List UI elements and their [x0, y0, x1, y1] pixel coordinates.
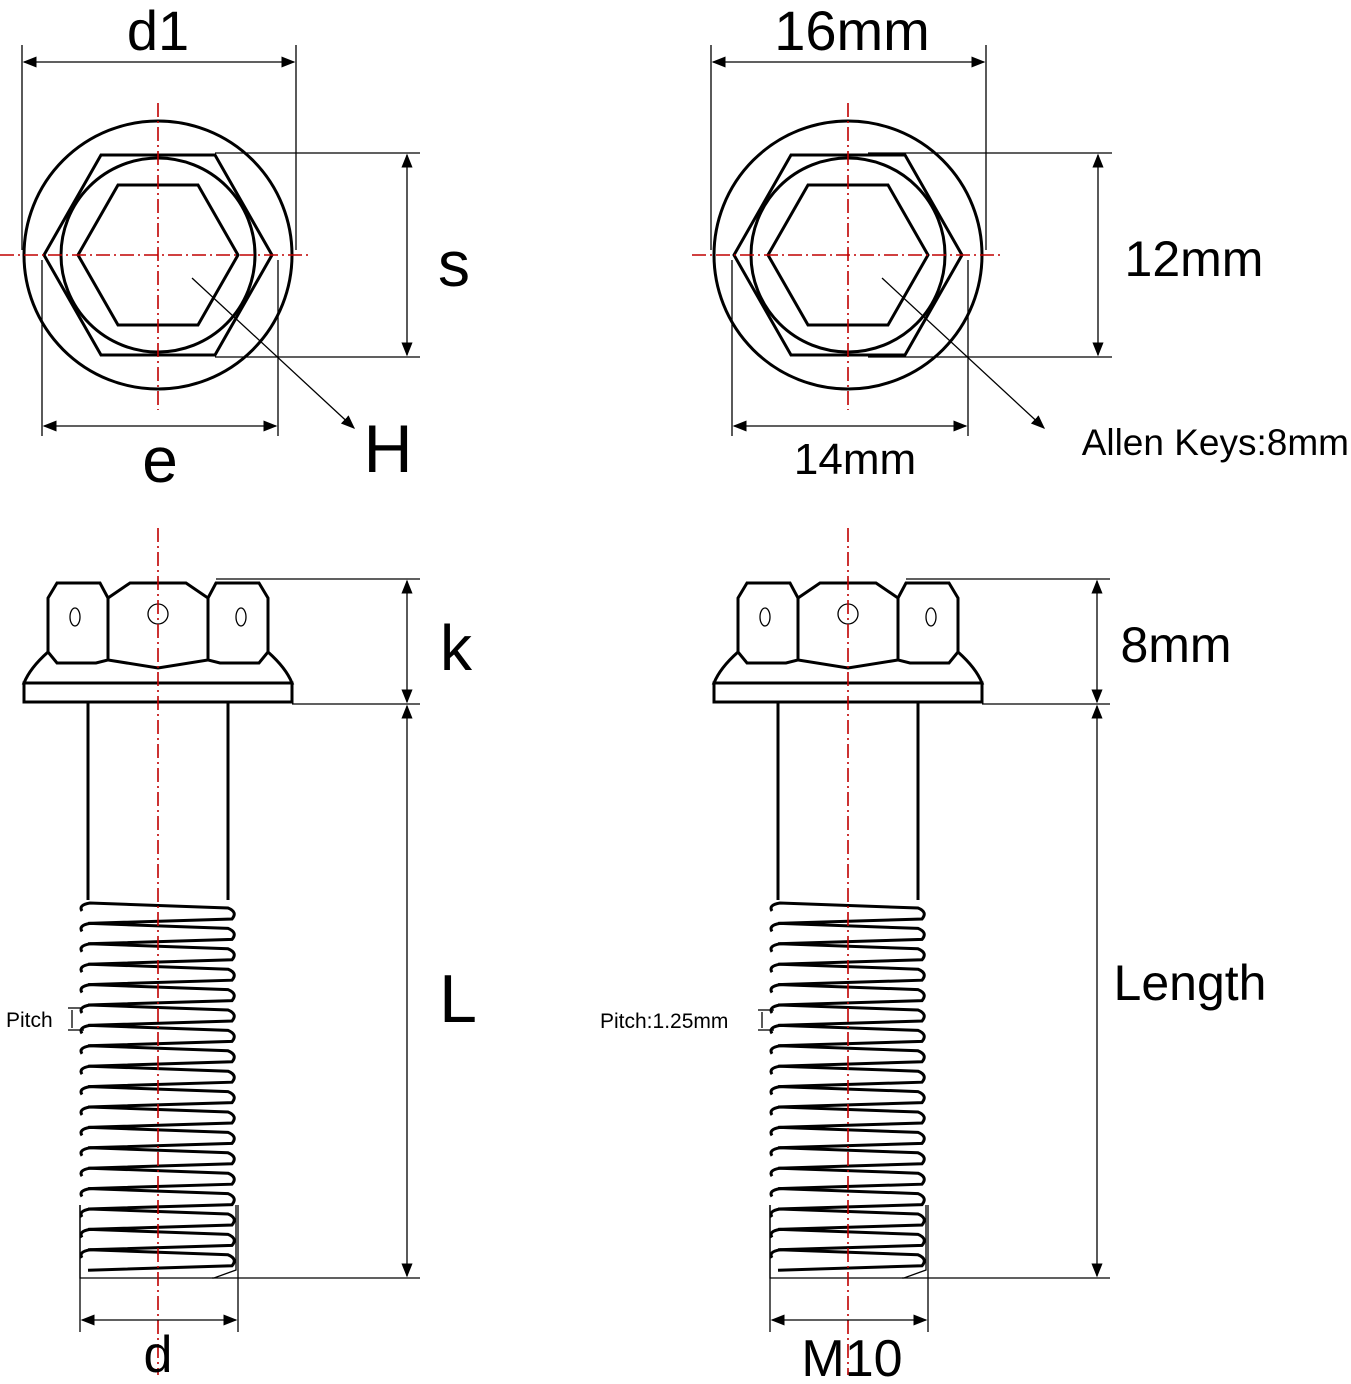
socket-value: Allen Keys:8mm	[1082, 422, 1349, 463]
head-hole-left	[759, 607, 771, 627]
socket-leader-line	[191, 277, 356, 429]
thread-crest	[79, 1003, 236, 1027]
head-height-value: 8mm	[1120, 617, 1231, 673]
thread-crest	[79, 1105, 236, 1129]
thread-crest	[79, 1146, 236, 1170]
head-hole-right	[235, 607, 247, 627]
thread-crest	[79, 1064, 236, 1089]
thread-crest	[79, 901, 236, 925]
thread-crest	[79, 1227, 236, 1252]
head-facet-left	[736, 581, 800, 665]
thread-crest	[769, 921, 926, 946]
pitch-label: Pitch	[6, 1009, 53, 1032]
thread-crest	[79, 962, 236, 987]
head-facet-left	[46, 581, 110, 665]
across-corners-label: e	[142, 424, 178, 496]
diameter-label: d	[144, 1326, 173, 1384]
thread-crest	[79, 921, 236, 946]
pitch-value: Pitch:1.25mm	[600, 1010, 728, 1033]
thread-crest	[79, 1187, 236, 1211]
bolt-shank	[776, 702, 920, 900]
socket-label: H	[363, 411, 412, 487]
thread-crest	[769, 1044, 926, 1068]
side-view-specific: 8mm Length M10 Pitch:1.25mm	[600, 528, 1266, 1384]
side-view-generic: k L d Pitch	[6, 528, 477, 1384]
head-height-label: k	[440, 612, 473, 684]
thread-crest	[79, 1166, 236, 1191]
thread-crest	[769, 942, 926, 966]
hex-socket-outline	[76, 183, 240, 327]
thread-crest	[79, 1207, 236, 1231]
head-width-label: d1	[127, 0, 189, 62]
thread-crest	[769, 1187, 926, 1211]
thread-crest	[769, 1227, 926, 1252]
top-view-generic: d1 s e H	[0, 0, 470, 496]
head-hole-left	[69, 607, 81, 627]
head-width-value: 16mm	[774, 0, 930, 62]
thread-crest	[769, 1064, 926, 1089]
thread-crest	[769, 1207, 926, 1231]
thread-crest	[79, 1044, 236, 1068]
thread-crest	[769, 1105, 926, 1129]
bolt-shank	[86, 702, 230, 900]
diameter-value: M10	[801, 1330, 902, 1384]
top-view-specific: 16mm 12mm 14mm Allen Keys:8mm	[692, 0, 1349, 484]
head-facet-right	[896, 581, 960, 665]
thread-crest	[79, 1248, 236, 1272]
length-label: L	[439, 961, 477, 1037]
thread-crest	[769, 1085, 926, 1109]
thread-crest	[769, 901, 926, 925]
thread-crest	[769, 962, 926, 987]
thread-crest	[79, 983, 236, 1007]
thread-section	[769, 901, 927, 1279]
across-flats-label: s	[438, 228, 470, 300]
length-value: Length	[1114, 955, 1267, 1011]
thread-crest	[769, 983, 926, 1007]
head-hole-right	[925, 607, 937, 627]
socket-leader-line	[881, 277, 1046, 429]
across-flats-value: 12mm	[1125, 231, 1264, 287]
thread-crest	[769, 1146, 926, 1170]
thread-crest	[79, 1085, 236, 1109]
thread-crest	[769, 1166, 926, 1191]
head-facet-right	[206, 581, 270, 665]
across-corners-value: 14mm	[794, 435, 916, 484]
thread-crest	[769, 1248, 926, 1272]
thread-crest	[769, 1125, 926, 1150]
thread-crest	[79, 1125, 236, 1150]
thread-crest	[79, 942, 236, 966]
